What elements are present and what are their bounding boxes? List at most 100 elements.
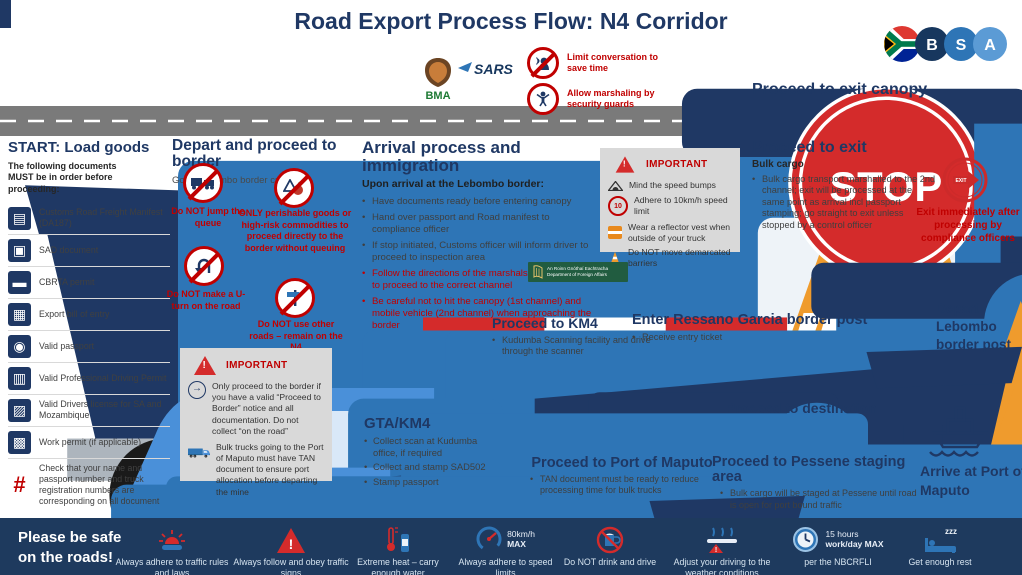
list-item: ▥ Valid Professional Driving Permit — [8, 363, 170, 395]
rule-item: Wear a reflector vest when outside of yo… — [628, 221, 731, 243]
section-port: Proceed to Port of Maputo TAN document m… — [522, 455, 722, 501]
gta-item: Collect scan at Kudumba office, if requi… — [364, 435, 504, 459]
sad-document-icon: ▣ — [8, 238, 31, 262]
warning-label: Do NOT make a U-turn on the road — [166, 289, 246, 311]
exit-heading: Proceed to exit — [752, 139, 867, 156]
gta-heading: GTA/KM4 — [364, 415, 431, 432]
destination-heading: Proceed to destination — [726, 400, 877, 416]
ressano-heading: Enter Ressano Garcia border post — [632, 312, 868, 328]
bulk-truck-icon — [188, 448, 210, 458]
exit-icon: EXIT — [942, 157, 988, 203]
svg-text:B: B — [926, 37, 938, 54]
warning-label: ONLY perishable goods or high-risk commo… — [238, 208, 352, 254]
hash-icon: # — [13, 471, 26, 497]
work-permit-icon: ▩ — [8, 430, 31, 454]
svg-text:SARS: SARS — [474, 61, 514, 77]
safety-label: Always adhere to traffic rules and laws — [115, 557, 229, 575]
arrival-bullet: Hand over passport and Road manifest to … — [362, 212, 600, 236]
safety-bar: Please be safe on the roads! Always adhe… — [0, 518, 1022, 575]
tip-label: Allow marshaling by security guards — [567, 87, 655, 109]
list-item: ▣ SAD document — [8, 235, 170, 267]
port-heading: Proceed to Port of Maputo — [531, 455, 713, 471]
safety-item: Always adhere to traffic rules and laws — [112, 524, 232, 575]
section-exit: Proceed to exit Bulk cargo Bulk cargo tr… — [752, 139, 937, 235]
svg-text:S: S — [956, 37, 967, 54]
list-item: ▨ Valid Drivers license for SA and Mozam… — [8, 395, 170, 427]
safety-label: Always adhere to speed limits — [458, 557, 553, 575]
exit-sub: Bulk cargo — [752, 158, 804, 170]
no-uturn-icon — [184, 246, 224, 286]
sars-logo: SARS — [458, 61, 514, 77]
list-item: # Check that your name and passport numb… — [8, 459, 170, 511]
dfa-line2: Department of Foreign Affairs — [547, 272, 607, 277]
speed-bump-icon — [608, 180, 623, 191]
important-title: IMPORTANT — [226, 360, 288, 371]
important-box-border: IMPORTANT Mind the speed bumps 10 Adhere… — [600, 148, 740, 268]
warning-label: Do NOT use other roads – remain on the N… — [249, 319, 343, 352]
svg-text:EXIT: EXIT — [955, 178, 966, 184]
list-item: ▦ Export bill of entry — [8, 299, 170, 331]
section-depart: Depart and proceed to border Go to Lebom… — [172, 137, 358, 185]
proceed-notice-icon: → — [188, 381, 206, 399]
bill-of-entry-icon: ▦ — [8, 302, 31, 326]
safety-label: Extreme heat – carry enough water — [357, 557, 439, 575]
arrival-heading: Arrival process and immigration — [362, 138, 521, 175]
gta-item: Stamp passport — [364, 476, 504, 488]
safety-item: ! Adjust your driving to the weather con… — [662, 524, 782, 575]
safety-label: per the NBCRFLI — [804, 557, 872, 567]
important-item: Only proceed to the border if you have a… — [212, 381, 321, 436]
section-gta: GTA/KM4 Collect scan at Kudumba office, … — [364, 416, 504, 491]
safety-item: Do NOT drink and drive — [555, 524, 665, 568]
rule-item: Mind the speed bumps — [629, 180, 716, 190]
rule-item: Do NOT move demarcated barriers — [628, 246, 731, 269]
pessene-bullet: Bulk cargo will be staged at Pessene unt… — [720, 488, 922, 511]
section-km4: Proceed to KM4 Kudumba Scanning facility… — [492, 316, 657, 362]
bed-icon: zzz — [890, 524, 990, 554]
warning-triangle-icon: ! — [232, 524, 350, 554]
section-pessene: Proceed to Pessene staging area Bulk car… — [712, 454, 922, 515]
svg-text:!: ! — [715, 547, 717, 554]
list-item: ▩ Work permit (if applicable) — [8, 427, 170, 459]
safety-message: Please be safe on the roads! — [18, 529, 122, 566]
start-heading: START: Load goods — [8, 139, 150, 156]
page-title: Road Export Process Flow: N4 Corridor — [294, 8, 728, 34]
clipboard-icon: ▤ — [8, 206, 31, 230]
permit-card-icon: ▬ — [8, 270, 31, 294]
drivers-license-icon: ▨ — [8, 398, 31, 422]
exit-canopy-heading: Proceed to exit canopy — [752, 81, 928, 98]
dfa-line1: An Roinn Gnóthaí Eachtracha — [547, 265, 609, 271]
rule-item: Adhere to 10km/h speed limit — [634, 195, 728, 217]
tip-item: Limit conversation to save time — [527, 47, 659, 79]
gta-item: Collect and stamp SAD502 — [364, 461, 504, 473]
list-item: ▬ CBRTA permit — [8, 267, 170, 299]
corner-accent — [0, 0, 11, 28]
depart-lebombo-heading: Depart Lebombo border post — [936, 301, 1012, 353]
siren-icon — [112, 524, 232, 554]
safety-label: Adjust your driving to the weather condi… — [673, 557, 771, 575]
exit-note: Exit immediately after processing by com… — [916, 207, 1020, 244]
important-box-depart: IMPORTANT → Only proceed to the border i… — [180, 348, 332, 497]
pessene-heading: Proceed to Pessene staging area — [712, 454, 906, 486]
km4-heading: Proceed to KM4 — [492, 315, 598, 331]
driving-permit-icon: ▥ — [8, 366, 31, 390]
svg-text:BMA: BMA — [425, 90, 450, 102]
arrival-bullet: Be careful not to hit the canopy (1st ch… — [362, 296, 600, 332]
depart-heading: Depart and proceed to border — [172, 137, 337, 171]
safety-item: Extreme heat – carry enough water — [342, 524, 454, 575]
document-list: ▤ Customs Road Freight Manifest (DA187) … — [8, 203, 170, 511]
arrive-heading: Arrive at Port of Maputo — [920, 463, 1022, 498]
section-ressano: Enter Ressano Garcia border post Receive… — [632, 312, 912, 348]
arrival-sub: Upon arrival at the Lebombo border: — [362, 177, 545, 190]
perishable-goods-icon — [274, 168, 314, 208]
no-queue-jump-icon — [183, 163, 223, 203]
no-drink-icon — [555, 524, 665, 554]
list-item: ▤ Customs Road Freight Manifest (DA187) — [8, 203, 170, 235]
safety-item: ! Always follow and obey traffic signs — [232, 524, 350, 575]
svg-text:!: ! — [289, 536, 294, 552]
safety-label: Always follow and obey traffic signs — [233, 557, 349, 575]
start-intro: The following documents MUST be in order… — [8, 160, 117, 195]
